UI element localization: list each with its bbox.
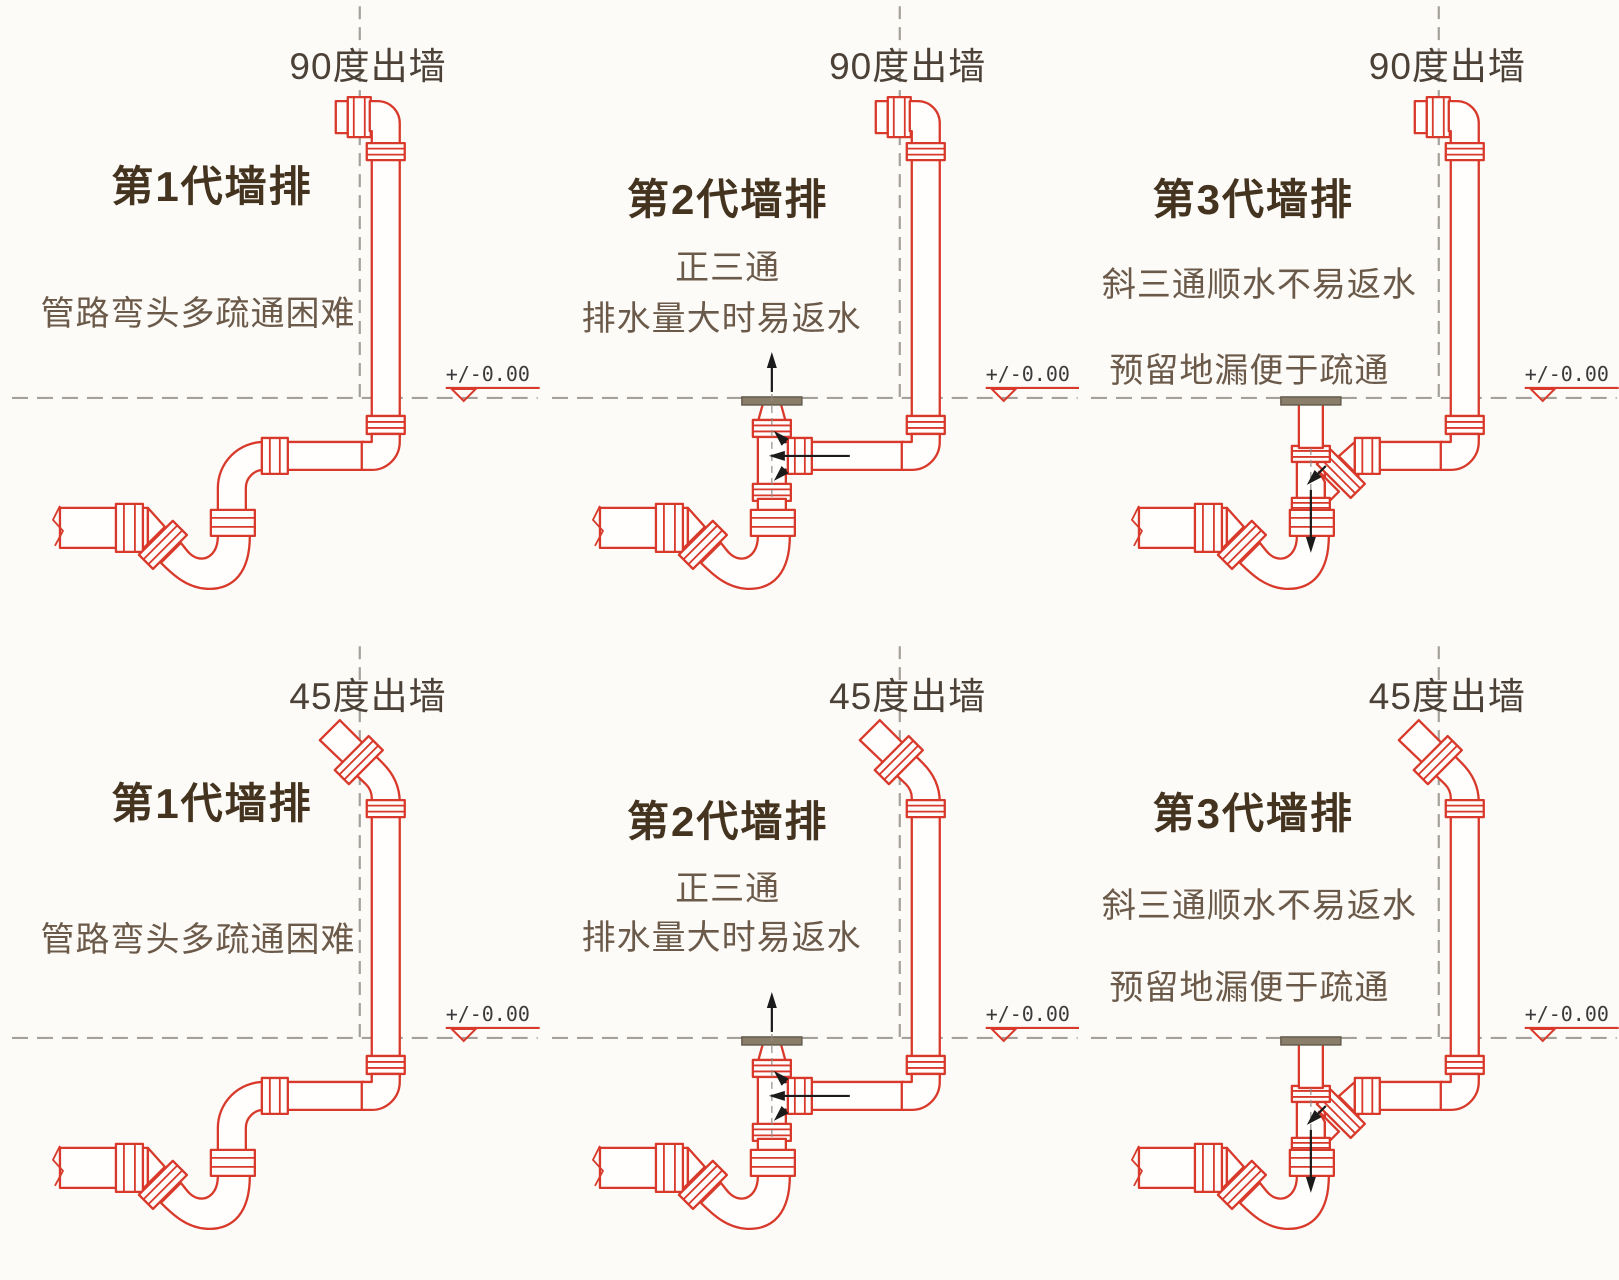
angle-label: 45度出墙: [829, 676, 987, 717]
angle-label: 90度出墙: [829, 46, 987, 87]
pipe-skewed-wye-floor-drain: [1280, 1035, 1445, 1155]
pipe-diagram-gen3-90deg: +/-0.00: [1091, 6, 1619, 591]
description-line: 预留地漏便于疏通: [1109, 969, 1390, 1007]
description-line: 管路弯头多疏通困难: [40, 295, 356, 333]
pipe-45deg-wall-exit: [318, 719, 406, 1080]
description-line: 斜三通顺水不易返水: [1101, 266, 1417, 304]
level-marker: +/-0.00: [984, 362, 1080, 403]
angle-label: 90度出墙: [289, 46, 447, 87]
pipe-diagram-gen2-90deg: +/-0.00: [551, 6, 1080, 591]
generation-title: 第2代墙排: [626, 176, 829, 223]
pipe-90deg-wall-exit: [1413, 95, 1486, 440]
description-line: 排水量大时易返水: [581, 300, 862, 338]
angle-label: 45度出墙: [1368, 676, 1526, 717]
level-label: +/-0.00: [1525, 1002, 1609, 1026]
generation-title: 第1代墙排: [111, 163, 313, 210]
description-line: 斜三通顺水不易返水: [1101, 887, 1417, 925]
generation-title: 第3代墙排: [1152, 176, 1355, 223]
level-marker: +/-0.00: [1523, 1002, 1619, 1043]
level-label: +/-0.00: [446, 362, 530, 386]
level-marker: +/-0.00: [1523, 362, 1619, 403]
panel-gen2-45deg: +/-0.00 45度出墙 第2代墙排 正三通 排水量大时易返水: [540, 640, 1080, 1280]
level-marker: +/-0.00: [444, 1002, 540, 1043]
panel-gen1-90deg: +/-0.00 90度出墙 第1代墙排 管路弯头多疏通困难: [0, 0, 540, 640]
level-marker: +/-0.00: [984, 1002, 1080, 1043]
pipe-90deg-wall-exit: [874, 95, 946, 440]
panel-gen2-90deg: +/-0.00 90度出墙 第2代墙排 正三通 排水量大时易返水: [540, 0, 1080, 640]
description-line: 排水量大时易返水: [581, 919, 862, 957]
description-line: 正三通: [675, 870, 781, 908]
pipe-double-elbow-run: [216, 436, 365, 514]
panel-gen3-90deg: +/-0.00 90度出墙 第3代墙排 斜三通顺水不易返水 预留地漏便于疏通: [1079, 0, 1619, 640]
panel-gen1-45deg: +/-0.00 45度出墙 第1代墙排 管路弯头多疏通困难: [0, 640, 540, 1280]
pipe-diagram-gen2-45deg: +/-0.00: [551, 646, 1080, 1231]
pipe-straight-tee-floor-drain: [740, 395, 905, 514]
generation-title: 第1代墙排: [111, 780, 313, 827]
pipe-diagram-gen1-90deg: +/-0.00: [11, 6, 540, 591]
generation-title: 第2代墙排: [626, 798, 829, 845]
generation-title: 第3代墙排: [1152, 790, 1355, 837]
angle-label: 90度出墙: [1368, 46, 1526, 87]
level-label: +/-0.00: [985, 362, 1069, 386]
description-line: 管路弯头多疏通困难: [40, 921, 356, 959]
level-marker: +/-0.00: [444, 362, 540, 403]
level-label: +/-0.00: [446, 1002, 530, 1026]
pipe-diagram-gen3-45deg: +/-0.00: [1091, 646, 1619, 1231]
angle-label: 45度出墙: [289, 676, 447, 717]
pipe-skewed-wye-floor-drain: [1280, 395, 1445, 515]
pipe-straight-tee-floor-drain: [740, 1035, 905, 1154]
level-label: +/-0.00: [1525, 362, 1609, 386]
level-label: +/-0.00: [985, 1002, 1069, 1026]
description-line: 预留地漏便于疏通: [1109, 352, 1390, 390]
description-line: 正三通: [675, 249, 781, 287]
panel-gen3-45deg: +/-0.00 45度出墙 第3代墙排 斜三通顺水不易返水 预留地漏便于疏通: [1079, 640, 1619, 1280]
pipe-45deg-wall-exit: [858, 718, 946, 1080]
pipe-90deg-wall-exit: [334, 95, 406, 440]
pipe-double-elbow-run: [216, 1076, 365, 1154]
pipe-diagram-gen1-45deg: +/-0.00: [11, 646, 540, 1231]
